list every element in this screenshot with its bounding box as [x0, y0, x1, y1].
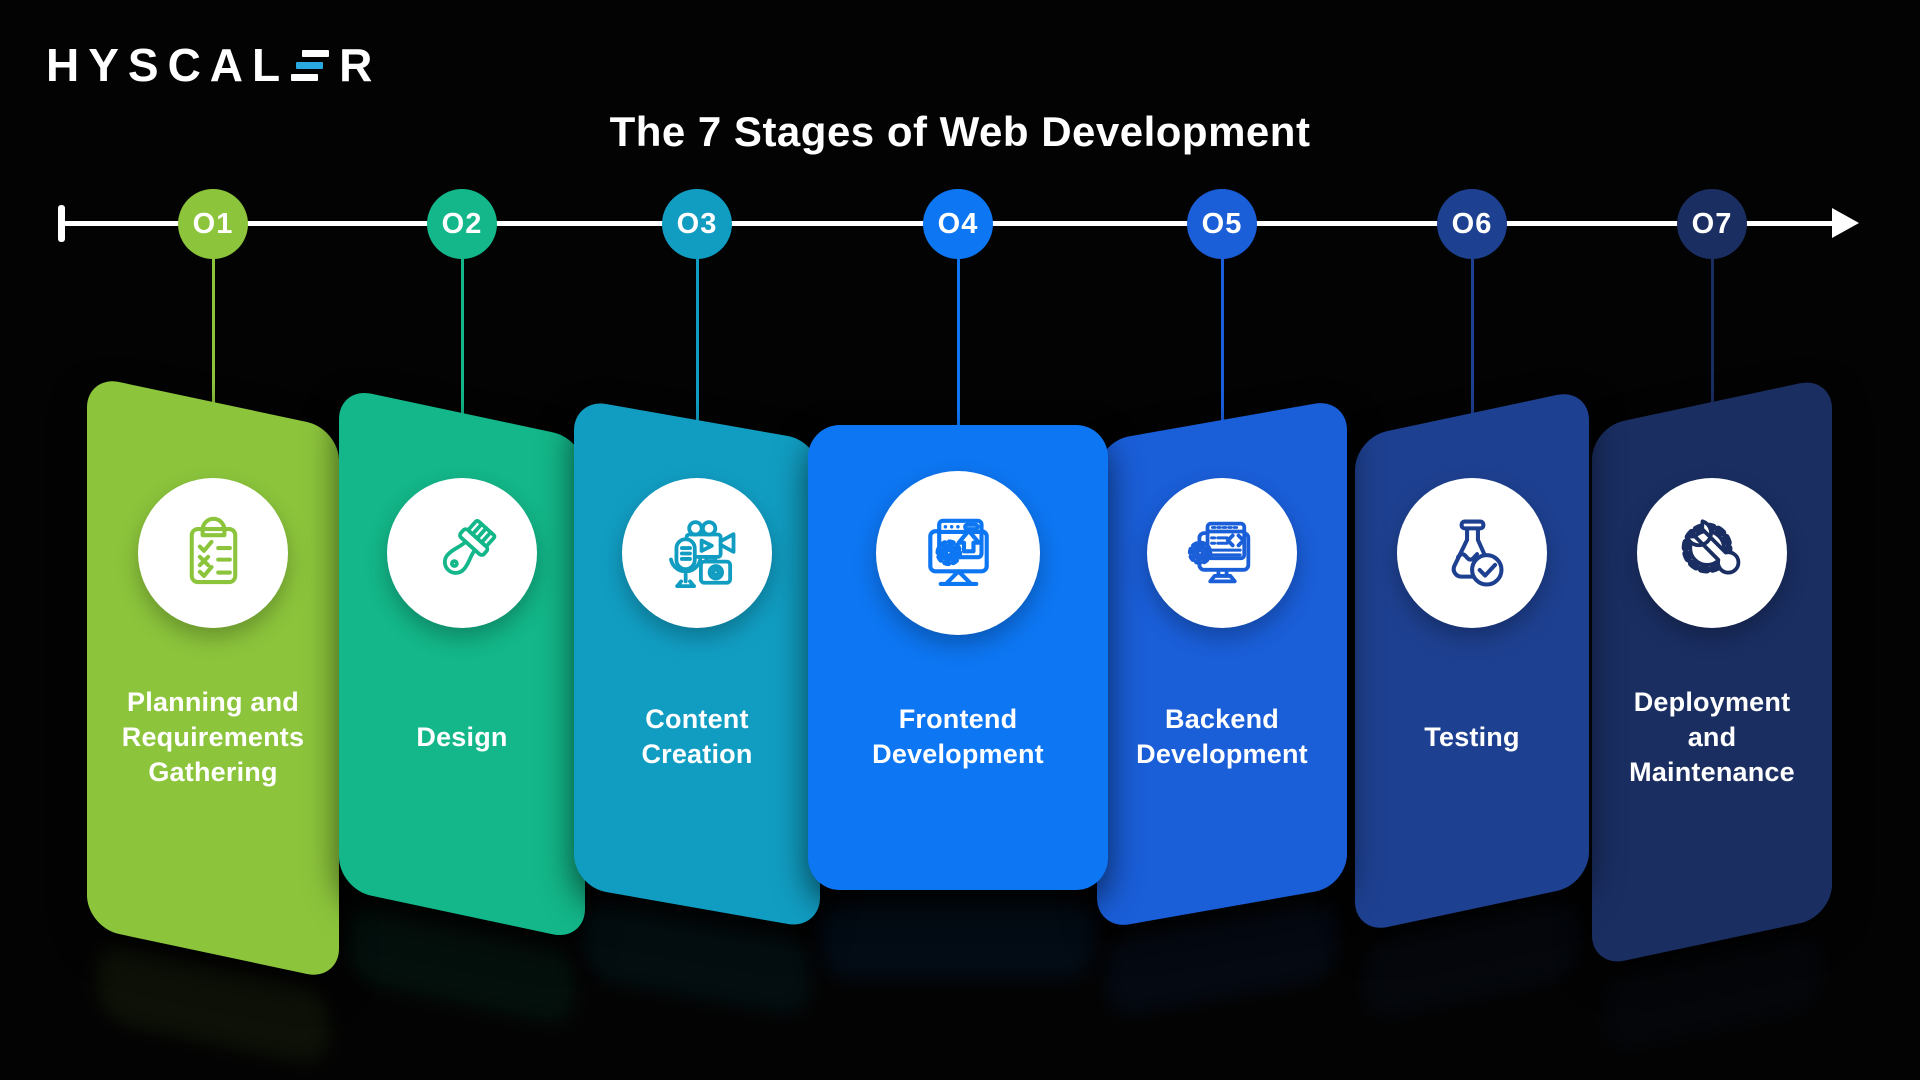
stage-connector-line: [956, 259, 960, 480]
stage-label-line: Deployment: [1633, 686, 1791, 717]
code-monitor-icon: [1187, 521, 1250, 583]
stage-label-line: Design: [416, 721, 508, 752]
stage-label-line: Content: [645, 704, 749, 734]
stage-label-line: Maintenance: [1629, 756, 1795, 787]
stage-icon-disc: [1147, 478, 1297, 628]
stage-label-line: Planning and: [127, 686, 299, 717]
timeline-step-badge: O3: [662, 189, 732, 259]
stage-card-reflection: [820, 900, 1096, 980]
stage-label: Testing: [1352, 678, 1592, 796]
stage-card-background: [1355, 388, 1589, 934]
stage-card-background: [339, 386, 585, 942]
page-title: The 7 Stages of Web Development: [609, 108, 1311, 155]
stage-label-line: Gathering: [148, 756, 278, 787]
timeline-step-badge: O1: [178, 189, 248, 259]
stage-label-line: Testing: [1424, 721, 1520, 752]
logo-text-right: R: [339, 39, 382, 91]
stage-connector-line: [1220, 259, 1224, 475]
stage-connector-line: [695, 259, 699, 475]
stage-connector-line: [460, 259, 464, 468]
timeline-step-badge: O2: [427, 189, 497, 259]
stage-connector-line: [211, 259, 215, 457]
stage-card: Testing: [1355, 0, 1589, 1080]
stage-icon-disc: [138, 478, 288, 628]
logo-e-bar-middle: [296, 61, 324, 69]
stage-icon-disc: [1637, 478, 1787, 628]
timeline-step-label: O4: [937, 207, 979, 240]
timeline-step-badge: O6: [1437, 189, 1507, 259]
timeline-step-label: O3: [676, 207, 718, 240]
stage-connector-line: [1470, 259, 1474, 468]
flask-check-icon: [1451, 519, 1503, 587]
timeline-step-label: O1: [192, 207, 234, 240]
logo-e-bar-top: [302, 49, 330, 57]
timeline-step-badge: O7: [1677, 189, 1747, 259]
stage-icon-disc: [387, 478, 537, 628]
stage-label-line: Backend: [1165, 704, 1279, 734]
timeline-step-label: O2: [441, 207, 483, 240]
logo-text-left: HYSCAL: [46, 39, 290, 91]
stage-label-line: Frontend: [898, 704, 1018, 734]
stage-icon-disc: [622, 478, 772, 628]
timeline-step-badge: O4: [923, 189, 993, 259]
stage-label-line: Development: [1136, 739, 1308, 769]
stage-card-background: [1592, 376, 1832, 968]
logo-e-bar-bottom: [291, 73, 319, 81]
stage-label: Design: [342, 678, 582, 796]
timeline-step-label: O6: [1451, 207, 1493, 240]
stage-icon-disc: [1397, 478, 1547, 628]
logo-stylized-e-icon: [291, 47, 331, 83]
stage-connector-line: [1710, 259, 1714, 457]
media-production-icon: [668, 519, 735, 588]
timeline-start-tick: [58, 205, 65, 242]
stage-card: Design: [339, 0, 585, 1080]
timeline-step-label: O5: [1201, 207, 1243, 240]
paintbrush-icon: [442, 518, 496, 575]
timeline-step-label: O7: [1691, 207, 1733, 240]
stage-label-line: and: [1687, 721, 1737, 752]
gear-wrench-icon: [1681, 518, 1740, 575]
stage-icon-disc: [876, 471, 1040, 635]
right-arrow-icon: [1832, 208, 1859, 238]
stage-label-line: Creation: [641, 739, 753, 769]
hyscaler-logo: HYSCAL R: [46, 38, 381, 92]
stage-label-line: Development: [872, 739, 1044, 769]
clipboard-checklist-icon: [189, 516, 237, 584]
timeline-step-badge: O5: [1187, 189, 1257, 259]
stage-label-line: Requirements: [121, 721, 305, 752]
browser-upload-icon: [927, 518, 989, 586]
